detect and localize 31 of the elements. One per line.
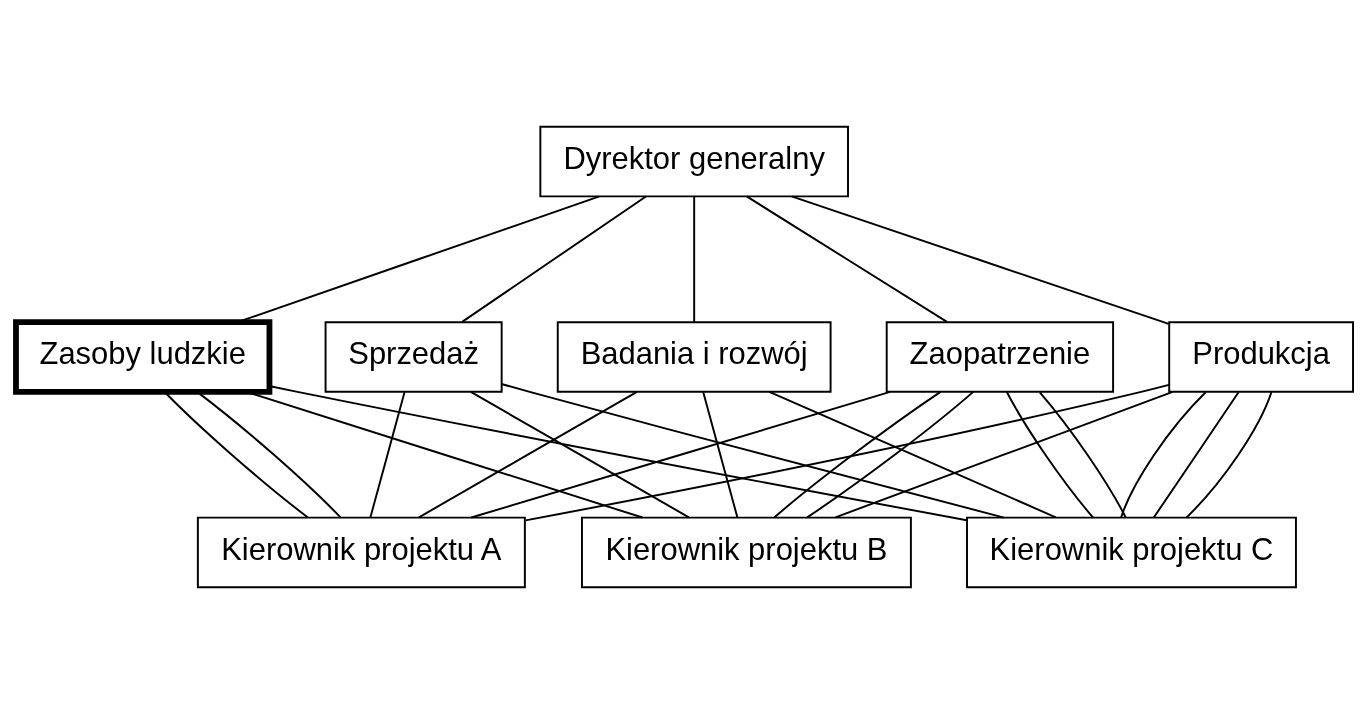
node-box: Kierownik projektu A [196, 516, 526, 589]
node-box: Sprzedaż [324, 321, 503, 393]
connector [745, 195, 948, 323]
connector [1038, 391, 1127, 519]
connector [1006, 391, 1094, 519]
connector [369, 391, 406, 519]
connector [1185, 391, 1273, 519]
node-box: Zaopatrzenie [885, 321, 1115, 393]
connector [702, 391, 739, 519]
connector [418, 390, 638, 519]
connector [773, 390, 942, 519]
connector [269, 385, 968, 522]
connector [790, 195, 1170, 325]
node-box: Produkcja [1168, 321, 1354, 393]
connector [469, 390, 690, 519]
connector [806, 390, 975, 519]
node-box: Zasoby ludzkie [13, 319, 273, 395]
node-box: Badania i rozwój [556, 321, 832, 393]
connector [834, 390, 1174, 519]
connector [693, 195, 696, 324]
connector [1152, 391, 1240, 519]
connector [524, 383, 1170, 522]
connector [1120, 391, 1207, 519]
node-box: Kierownik projektu C [966, 516, 1297, 589]
node-box: Dyrektor generalny [539, 125, 849, 198]
connector [470, 390, 892, 519]
connector [768, 390, 1057, 519]
node-box: Kierownik projektu B [581, 516, 912, 589]
connector [461, 195, 647, 323]
connector [500, 383, 1005, 519]
connector [163, 391, 309, 519]
